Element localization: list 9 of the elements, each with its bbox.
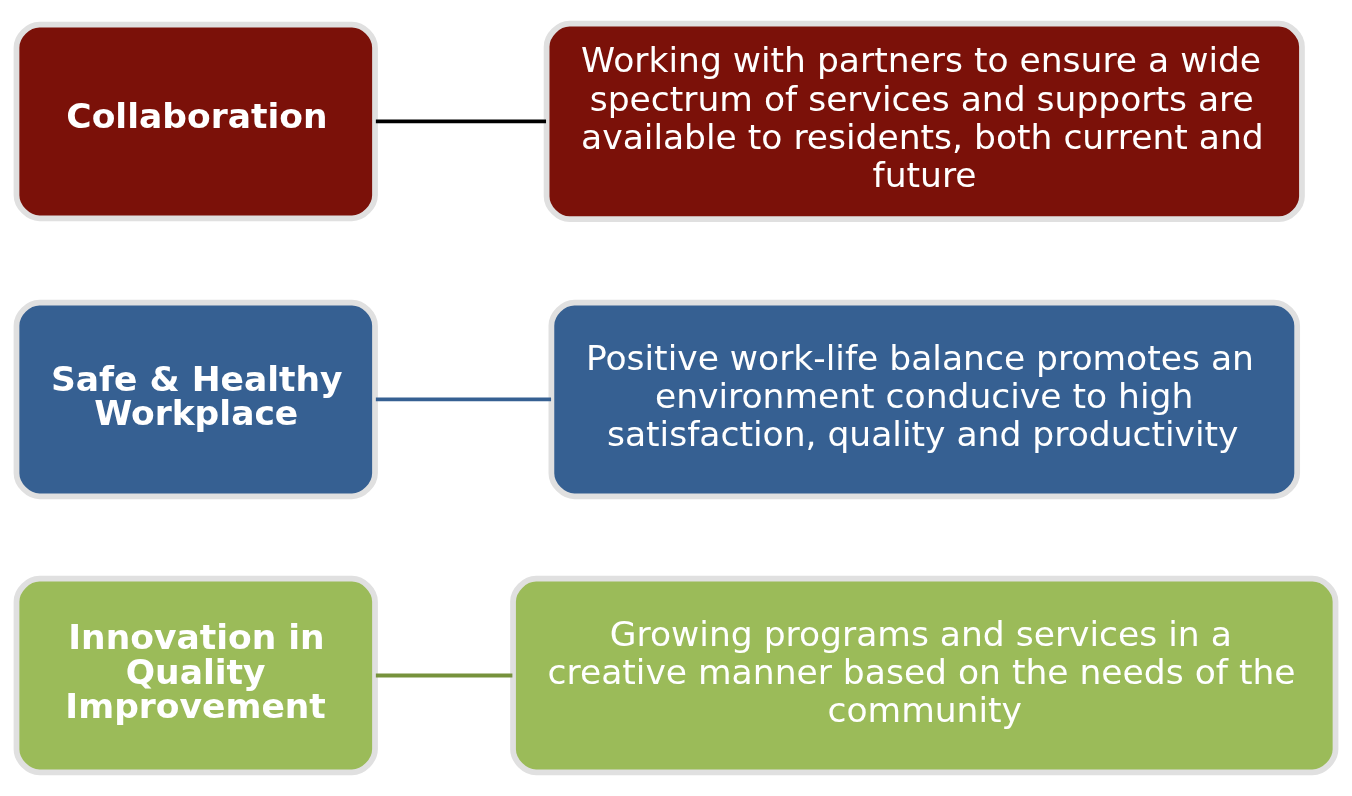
connector xyxy=(375,397,552,402)
node-box: Working with partners to ensure a wide spectrum of services and supports are available to residents, both current and future xyxy=(543,20,1305,223)
node-box: Growing programs and services in a creative manner based on the needs of the community xyxy=(510,575,1339,776)
connector xyxy=(375,119,547,124)
node-box: Safe & Healthy Workplace xyxy=(13,299,378,500)
connector xyxy=(375,673,513,678)
node-box: Positive work-life balance promotes an environment conducive to high satisfaction, quality and productivity xyxy=(548,299,1301,500)
node-box: Innovation in Quality Improvement xyxy=(13,575,378,776)
node-box: Collaboration xyxy=(13,21,378,222)
